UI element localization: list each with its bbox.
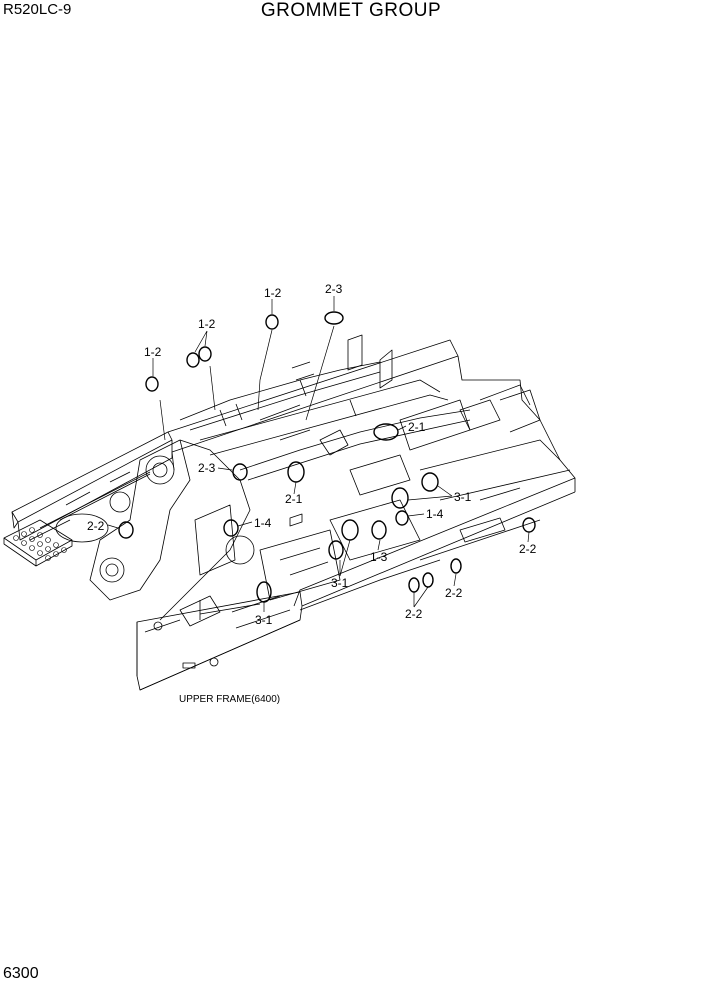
- callout-c12: 1-3: [370, 550, 388, 564]
- callout-c1: 1-2: [264, 286, 282, 300]
- callout-c14: 2-2: [519, 542, 537, 556]
- model-code: R520LC-9: [3, 1, 72, 18]
- callout-c4: 1-2: [144, 345, 162, 359]
- callout-c5: 2-1: [408, 420, 426, 434]
- callout-c8: 3-1: [454, 490, 472, 504]
- callout-c16: 2-2: [405, 607, 423, 621]
- callout-c11: 1-4: [426, 507, 444, 521]
- callout-c17: 3-1: [255, 613, 273, 627]
- main-frame-outline: [136, 339, 576, 691]
- callout-labels: 1-2 2-3 1-2 1-2 2-1 2-3 2-1 3-1 1-4 2-2 …: [87, 282, 537, 627]
- page-title: GROMMET GROUP: [260, 0, 442, 21]
- callout-c10: 2-2: [87, 519, 105, 533]
- interior-cross-members: [179, 334, 571, 629]
- callout-c9: 1-4: [254, 516, 272, 530]
- callout-c6: 2-3: [198, 461, 216, 475]
- callout-c2: 2-3: [325, 282, 343, 296]
- callout-c13: 3-1: [331, 576, 349, 590]
- left-frame-rail: [11, 431, 173, 541]
- callout-c3: 1-2: [198, 317, 216, 331]
- leader-lines: [107, 296, 530, 612]
- step-plate: [3, 519, 73, 567]
- callout-c15: 2-2: [445, 586, 463, 600]
- callout-c7: 2-1: [285, 492, 303, 506]
- boom-foot-bracket: [55, 439, 255, 621]
- page-number: 6300: [3, 965, 39, 982]
- assembly-label: UPPER FRAME(6400): [179, 694, 281, 705]
